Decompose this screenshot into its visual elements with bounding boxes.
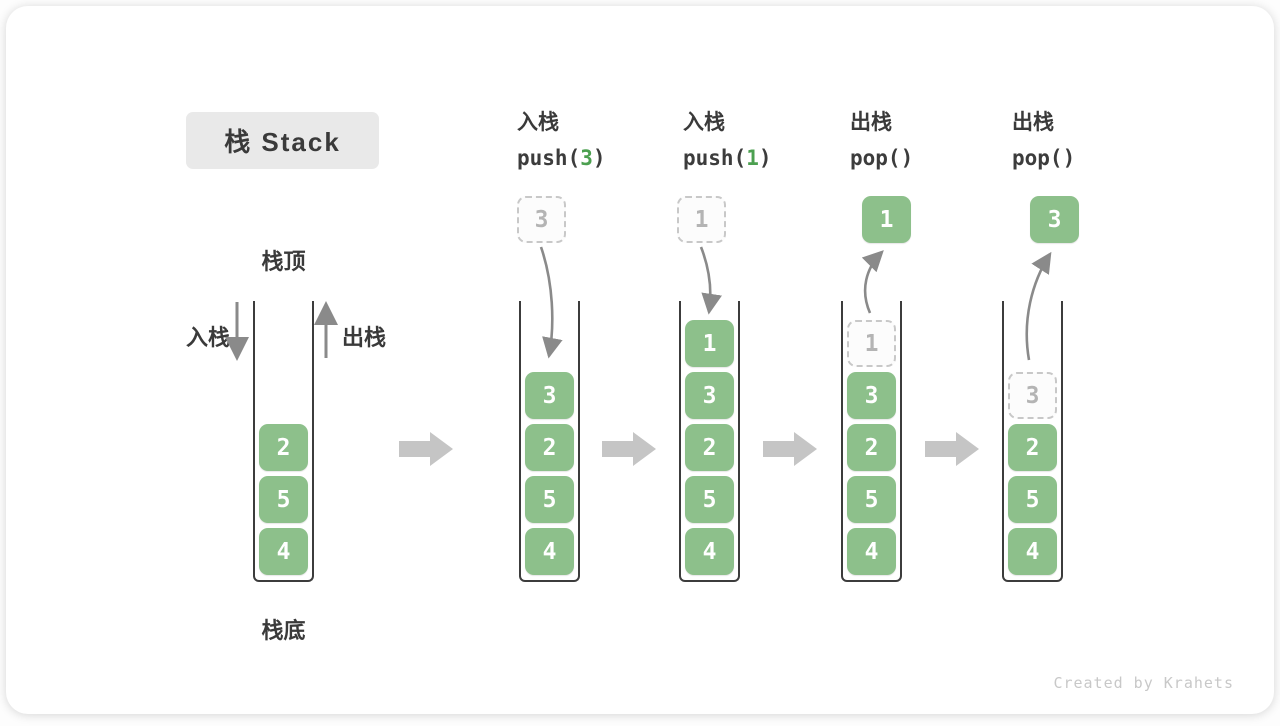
pop-side-label: 出栈 [342, 325, 387, 350]
operation-label-3: 出栈 pop() [850, 106, 1010, 176]
step-arrow-icon [763, 432, 817, 466]
incoming-value-box-1: 1 [677, 196, 726, 243]
operation-code: pop() [850, 146, 914, 170]
stack-cell-4: 4 [259, 528, 308, 575]
stack-cell-2: 2 [847, 424, 896, 471]
operation-name: 出栈 [850, 111, 892, 134]
operation-name: 入栈 [517, 111, 559, 134]
popped-slot-1: 1 [847, 320, 896, 367]
operation-arg: 3 [580, 146, 593, 170]
popped-value-box-1: 1 [862, 196, 911, 243]
stack-cell-3: 3 [685, 372, 734, 419]
page-title: 栈 Stack [224, 127, 341, 157]
stack-cell-4: 4 [847, 528, 896, 575]
stack-cell-5: 5 [1008, 476, 1057, 523]
stack-cell-5: 5 [259, 476, 308, 523]
stack-cell-3: 3 [525, 372, 574, 419]
popped-value-box-3: 3 [1030, 196, 1079, 243]
stack-bottom-label: 栈底 [261, 618, 306, 643]
stack-cell-5: 5 [847, 476, 896, 523]
stack-cell-3: 3 [847, 372, 896, 419]
operation-label-1: 入栈 push(3) [517, 106, 677, 176]
operation-name: 入栈 [683, 111, 725, 134]
push-side-label: 入栈 [185, 325, 230, 350]
popped-slot-3: 3 [1008, 372, 1057, 419]
stack-cell-2: 2 [685, 424, 734, 471]
watermark: Created by Krahets [1053, 674, 1234, 692]
operation-code: push(3) [517, 146, 606, 170]
step-arrow-icon [925, 432, 979, 466]
stack-cell-5: 5 [525, 476, 574, 523]
stack-cell-1: 1 [685, 320, 734, 367]
stack-cell-4: 4 [525, 528, 574, 575]
stack-cell-5: 5 [685, 476, 734, 523]
stack-top-label: 栈顶 [261, 249, 306, 274]
stack-cell-4: 4 [1008, 528, 1057, 575]
title-box: 栈 Stack [186, 112, 379, 169]
stack-cell-2: 2 [1008, 424, 1057, 471]
step-arrow-icon [399, 432, 453, 466]
incoming-value-box-3: 3 [517, 196, 566, 243]
operation-code: pop() [1012, 146, 1076, 170]
operation-arg: 1 [746, 146, 759, 170]
operation-label-4: 出栈 pop() [1012, 106, 1172, 176]
stack-cell-2: 2 [525, 424, 574, 471]
step-arrow-icon [602, 432, 656, 466]
operation-name: 出栈 [1012, 111, 1054, 134]
stack-cell-4: 4 [685, 528, 734, 575]
operation-label-2: 入栈 push(1) [683, 106, 843, 176]
operation-code: push(1) [683, 146, 772, 170]
diagram-card: 栈 Stack 入栈 push(3) 入栈 push(1) 出栈 pop() 出栈 pop()… [6, 6, 1274, 714]
stack-cell-2: 2 [259, 424, 308, 471]
